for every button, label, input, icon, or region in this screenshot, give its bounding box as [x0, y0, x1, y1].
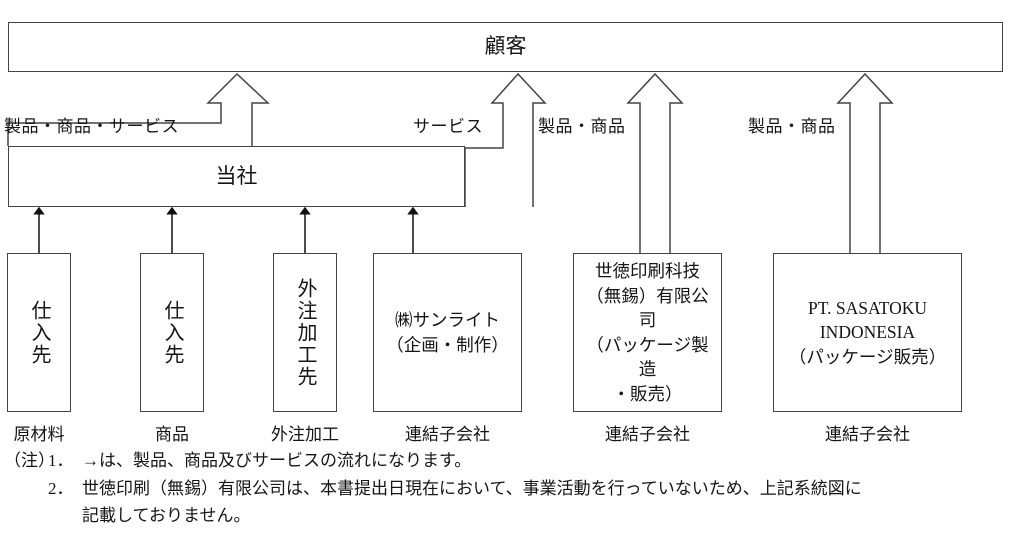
subsidiary-line: （無錫）有限公司	[586, 285, 709, 331]
subsidiary-line: 世徳印刷科技	[595, 261, 700, 281]
subsidiary-box-sunlight: ㈱サンライト （企画・制作）	[373, 253, 522, 412]
supplier-arrows	[33, 206, 419, 253]
subsidiary-caption-sunlight: 連結子会社	[405, 425, 490, 444]
customer-label: 顧客	[484, 34, 527, 59]
block-arrow-sunlight-goods	[626, 72, 684, 253]
subsidiary-line: INDONESIA	[819, 322, 916, 343]
flow-label-goods-sunlight: 製品・商品	[538, 117, 626, 136]
subsidiary-line: （企画・制作）	[386, 334, 509, 355]
supplier-box-subcontract: 外注加工先	[273, 253, 337, 412]
supplier-box-materials: 仕入先	[7, 253, 71, 412]
note-item-2: 2． 世徳印刷（無錫）有限公司は、本書提出日現在において、事業活動を行っていない…	[4, 475, 1020, 503]
block-arrow-service-to-customer	[464, 72, 547, 207]
supplier-caption-materials: 原材料	[13, 425, 65, 444]
supplier-label: 外注加工先	[294, 277, 316, 388]
supplier-caption-merchandise: 商品	[155, 425, 189, 444]
notes-marker: （注）	[4, 451, 55, 470]
subsidiary-line: （パッケージ製造	[586, 334, 709, 380]
supplier-label: 仕入先	[161, 299, 183, 366]
flow-label-products-goods-services: 製品・商品・サービス	[4, 117, 179, 136]
subsidiary-box-shitoku-wuxi: 世徳印刷科技 （無錫）有限公司 （パッケージ製造 ・販売）	[573, 253, 722, 412]
subsidiary-box-sasatoku-indonesia: PT. SASATOKU INDONESIA （パッケージ販売）	[773, 253, 962, 412]
note-continuation: 記載しておりません。	[82, 506, 251, 526]
subsidiary-line: ㈱サンライト	[395, 310, 500, 330]
subsidiary-line: ・販売）	[612, 383, 683, 404]
supplier-label: 仕入先	[28, 299, 50, 366]
note-text: 世徳印刷（無錫）有限公司は、本書提出日現在において、事業活動を行っていないため、…	[82, 478, 862, 498]
subsidiary-caption-sasatoku-indonesia: 連結子会社	[825, 425, 910, 444]
supplier-box-merchandise: 仕入先	[140, 253, 204, 412]
note-number: 2．	[48, 478, 74, 498]
subsidiary-line: PT. SASATOKU	[808, 297, 927, 318]
flow-label-goods-overseas: 製品・商品	[748, 117, 836, 136]
supplier-caption-subcontract: 外注加工	[271, 425, 339, 444]
note-item-1: （注） 1． →は、製品、商品及びサービスの流れになります。	[4, 447, 1020, 475]
block-arrow-overseas-goods	[836, 72, 894, 253]
flow-label-service: サービス	[413, 117, 483, 136]
notes-block: （注） 1． →は、製品、商品及びサービスの流れになります。 2． 世徳印刷（無…	[4, 447, 1020, 530]
company-label: 当社	[215, 163, 258, 188]
customer-box: 顧客	[8, 22, 1003, 72]
note-number: 1．	[48, 451, 74, 470]
company-box: 当社	[8, 146, 465, 207]
note-text: →は、製品、商品及びサービスの流れになります。	[82, 451, 472, 470]
subsidiary-caption-shitoku-wuxi: 連結子会社	[605, 425, 690, 444]
subsidiary-line: （パッケージ販売）	[788, 346, 947, 367]
